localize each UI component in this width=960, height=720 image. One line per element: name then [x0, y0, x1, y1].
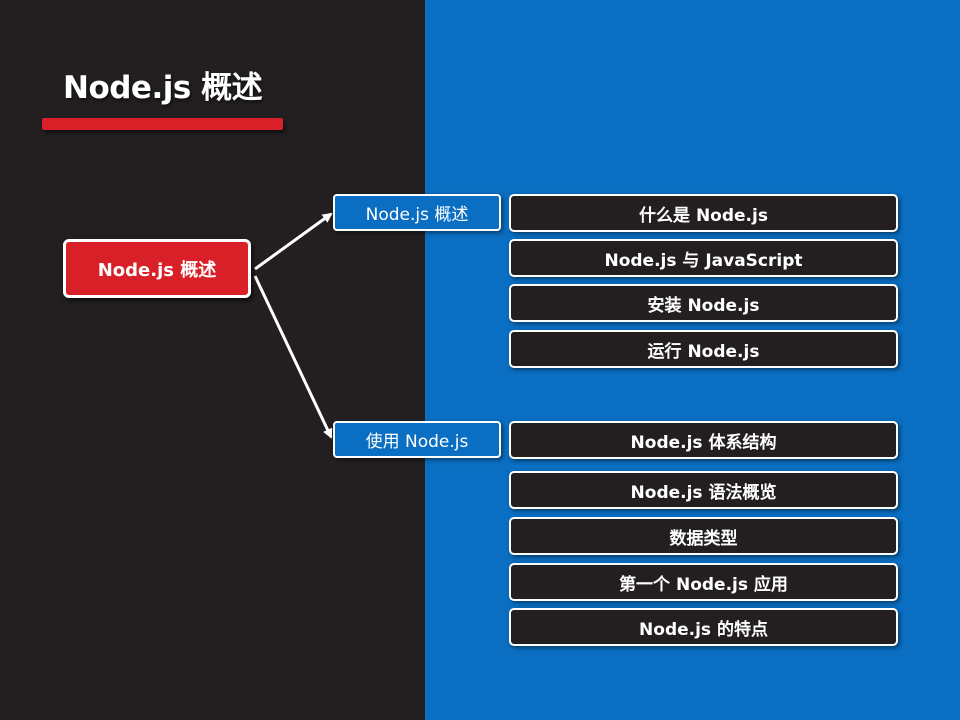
leaf-node-label: 安装 Node.js [647, 295, 760, 316]
leaf-node-label: Node.js 的特点 [639, 619, 768, 640]
leaf-node: 安装 Node.js [509, 284, 898, 322]
leaf-node: Node.js 语法概览 [509, 471, 898, 509]
leaf-node-label: 数据类型 [669, 528, 738, 549]
leaf-node: 第一个 Node.js 应用 [509, 563, 898, 601]
leaf-node: 数据类型 [509, 517, 898, 555]
branch-node-label: Node.js 概述 [365, 205, 469, 225]
left-background-panel [0, 0, 425, 720]
leaf-node-label: 第一个 Node.js 应用 [619, 574, 788, 595]
leaf-node: 什么是 Node.js [509, 194, 898, 232]
leaf-node-label: Node.js 体系结构 [630, 432, 777, 453]
leaf-node: 运行 Node.js [509, 330, 898, 368]
root-node: Node.js 概述 [63, 239, 251, 298]
leaf-node-label: 什么是 Node.js [639, 205, 768, 226]
leaf-node-label: Node.js 语法概览 [630, 482, 777, 503]
branch-node-overview: Node.js 概述 [333, 194, 501, 231]
branch-node-usage: 使用 Node.js [333, 421, 501, 458]
leaf-node: Node.js 的特点 [509, 608, 898, 646]
leaf-node: Node.js 体系结构 [509, 421, 898, 459]
root-node-label: Node.js 概述 [97, 259, 217, 281]
title-underline [42, 118, 283, 130]
leaf-node-label: 运行 Node.js [647, 341, 760, 362]
leaf-node: Node.js 与 JavaScript [509, 239, 898, 277]
branch-node-label: 使用 Node.js [365, 432, 469, 452]
slide-title: Node.js 概述 [63, 70, 263, 106]
leaf-node-label: Node.js 与 JavaScript [604, 250, 803, 271]
